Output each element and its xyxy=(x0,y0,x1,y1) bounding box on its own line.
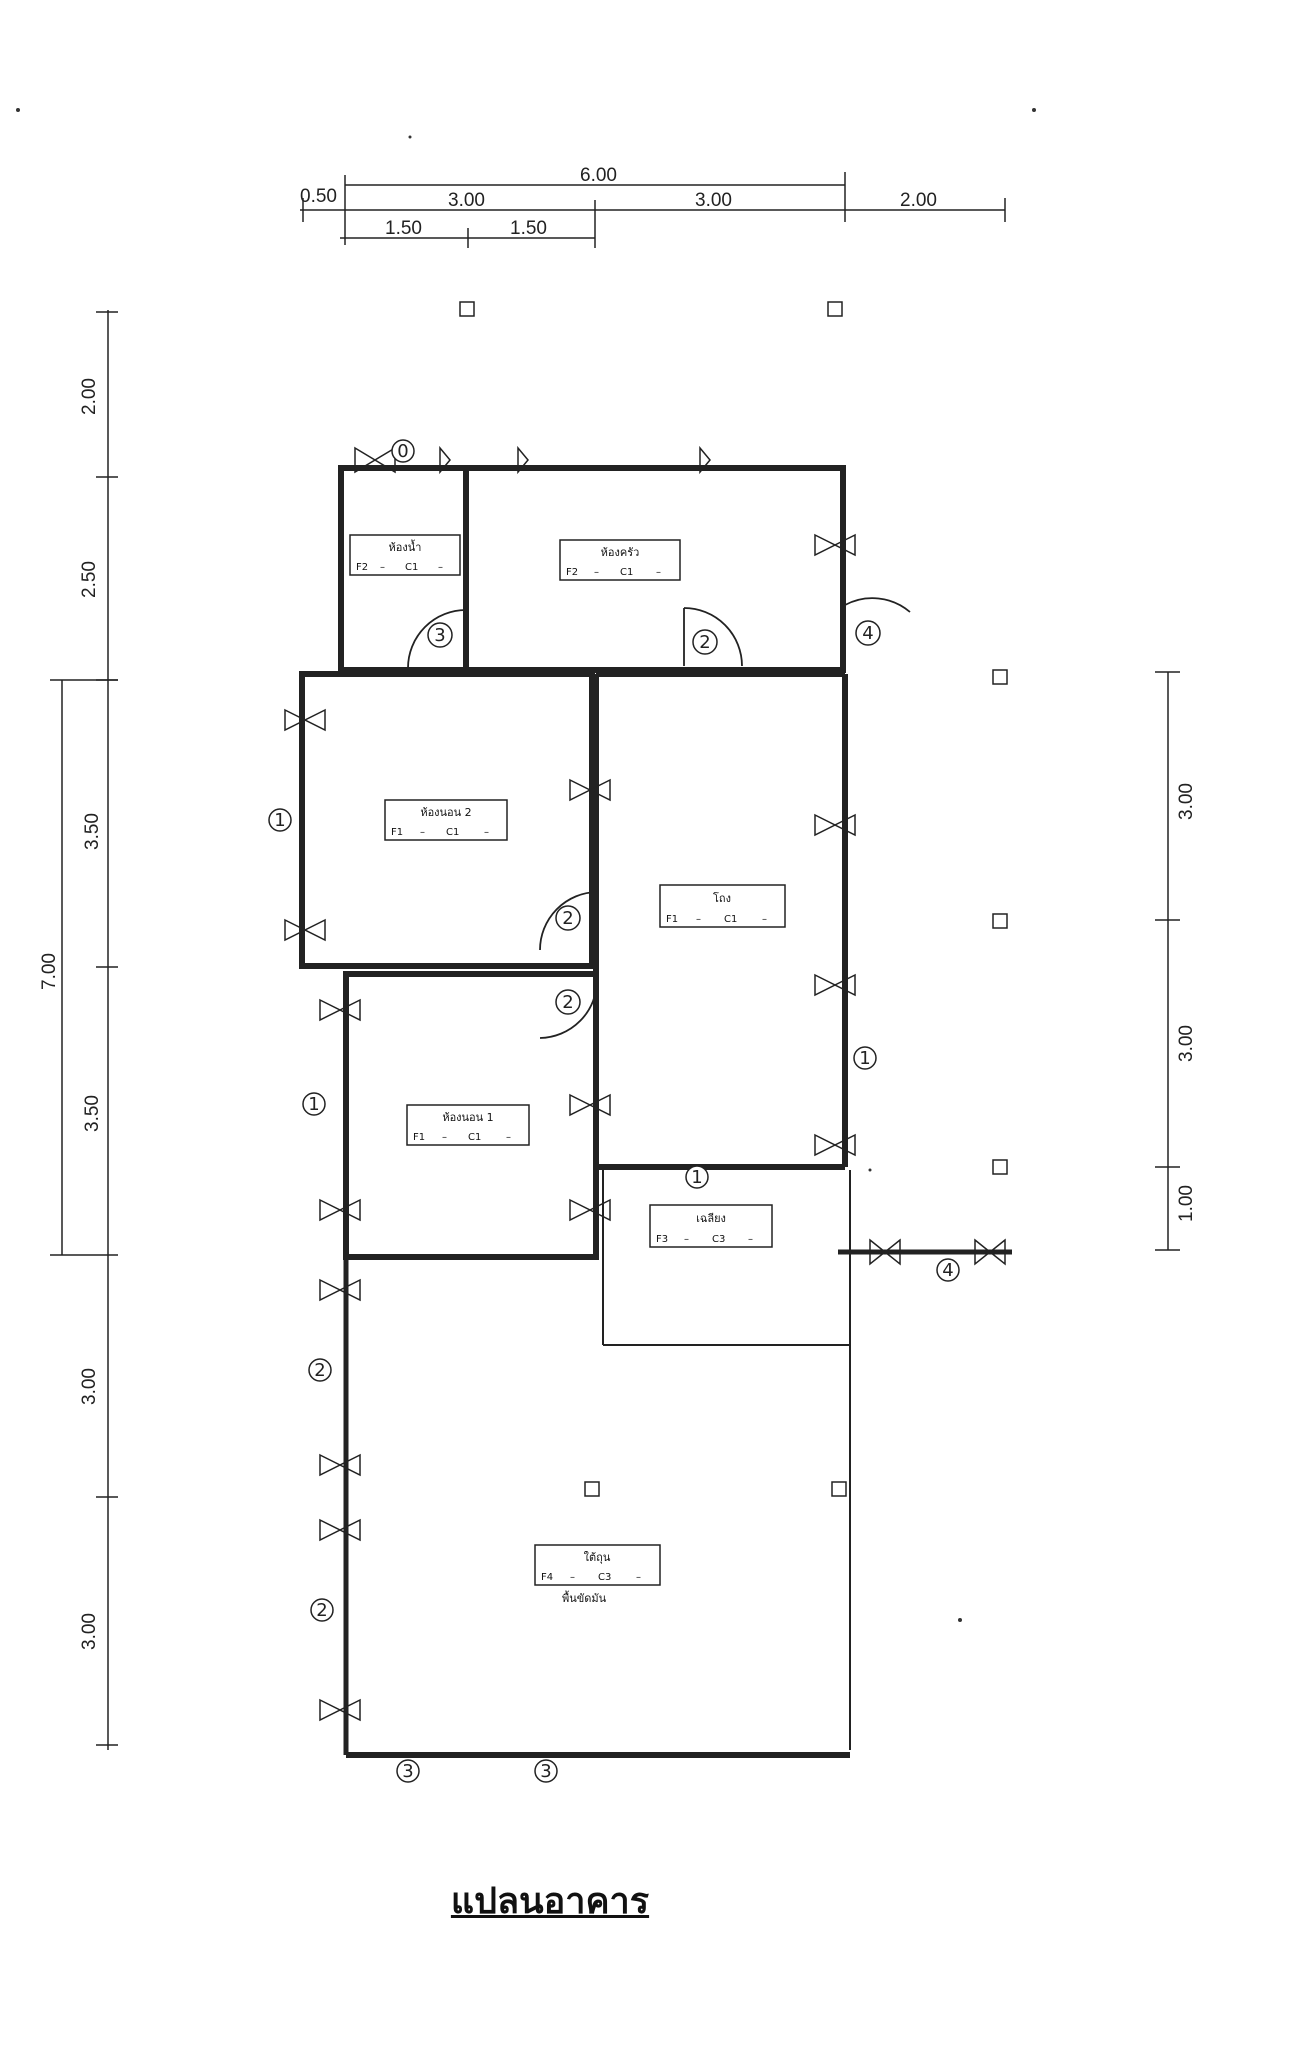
svg-text:F2: F2 xyxy=(566,567,578,578)
room-tag-bedroom2: ห้องนอน 2 F1 – C1 – xyxy=(384,799,508,841)
north-wing-outline xyxy=(338,465,846,673)
plan-title: แปลนอาคาร xyxy=(450,1880,650,1922)
svg-text:2: 2 xyxy=(562,992,573,1013)
svg-text:C1: C1 xyxy=(724,914,737,925)
svg-text:–: – xyxy=(636,1572,641,1583)
svg-text:2: 2 xyxy=(314,1360,325,1381)
svg-text:F1: F1 xyxy=(391,827,403,838)
svg-text:F3: F3 xyxy=(656,1234,668,1245)
light-fixtures xyxy=(284,445,1006,1722)
room-tag-hall: โถง F1 – C1 – xyxy=(659,884,786,928)
dim-top-sub-a: 1.50 xyxy=(385,218,422,239)
right-dimension-lines xyxy=(1155,671,1180,1251)
room-tag-bathroom: ห้องน้ำ F2 – C1 – xyxy=(349,534,461,576)
dim-top-left-offset: 0.50 xyxy=(300,186,337,207)
opening-markers xyxy=(268,439,960,1783)
svg-text:–: – xyxy=(438,562,443,573)
top-dimension-lines xyxy=(300,172,1006,248)
svg-text:1: 1 xyxy=(859,1048,870,1069)
dim-left-6: 3.00 xyxy=(79,1613,100,1650)
svg-text:–: – xyxy=(484,827,489,838)
dim-top-left-span: 3.00 xyxy=(448,190,485,211)
scan-marks xyxy=(16,108,1036,1622)
svg-text:ห้องน้ำ: ห้องน้ำ xyxy=(389,539,422,554)
svg-text:ห้องครัว: ห้องครัว xyxy=(601,546,640,559)
svg-text:0: 0 xyxy=(397,441,408,462)
dim-left-5: 3.00 xyxy=(79,1368,100,1405)
room-tag-bedroom1: ห้องนอน 1 F1 – C1 – xyxy=(406,1104,530,1146)
dim-right-1: 3.00 xyxy=(1176,783,1197,820)
dim-right-3: 1.00 xyxy=(1176,1185,1197,1222)
svg-text:ห้องนอน 2: ห้องนอน 2 xyxy=(420,806,471,819)
room-tag-parking: ใต้ถุน F4 – C3 – พื้นขัดมัน xyxy=(534,1544,661,1605)
column-markers xyxy=(459,301,1008,1497)
svg-text:–: – xyxy=(656,567,661,578)
svg-text:1: 1 xyxy=(308,1094,319,1115)
dim-right-2: 3.00 xyxy=(1176,1025,1197,1062)
svg-text:–: – xyxy=(684,1234,689,1245)
svg-text:ห้องนอน 1: ห้องนอน 1 xyxy=(442,1111,493,1124)
svg-text:–: – xyxy=(570,1572,575,1583)
svg-text:C1: C1 xyxy=(620,567,633,578)
svg-text:F1: F1 xyxy=(413,1132,425,1143)
svg-text:–: – xyxy=(442,1132,447,1143)
svg-text:4: 4 xyxy=(942,1260,953,1281)
dim-top-extension: 2.00 xyxy=(900,190,937,211)
door-swings xyxy=(407,597,911,1039)
svg-text:2: 2 xyxy=(562,908,573,929)
svg-text:C1: C1 xyxy=(468,1132,481,1143)
svg-text:C3: C3 xyxy=(712,1234,725,1245)
dim-left-1: 2.00 xyxy=(79,378,100,415)
svg-text:C3: C3 xyxy=(598,1572,611,1583)
svg-text:2: 2 xyxy=(316,1600,327,1621)
svg-text:C1: C1 xyxy=(405,562,418,573)
svg-text:3: 3 xyxy=(402,1761,413,1782)
svg-text:3: 3 xyxy=(434,625,445,646)
opening-marker-labels: 0 3 2 4 1 2 2 1 1 1 4 2 2 3 3 xyxy=(274,441,953,1782)
svg-text:โถง: โถง xyxy=(713,891,731,905)
dim-top-right-span: 3.00 xyxy=(695,190,732,211)
parking-floor-note: พื้นขัดมัน xyxy=(562,1590,607,1605)
left-dimension-lines xyxy=(50,310,118,1750)
svg-text:–: – xyxy=(420,827,425,838)
svg-text:ใต้ถุน: ใต้ถุน xyxy=(584,1551,611,1564)
room-tag-porch: เฉลียง F3 – C3 – xyxy=(649,1204,773,1248)
bedroom2-outline xyxy=(299,671,595,969)
walls xyxy=(299,465,1012,1758)
room-tag-kitchen: ห้องครัว F2 – C1 – xyxy=(559,539,681,581)
svg-text:–: – xyxy=(762,914,767,925)
svg-text:4: 4 xyxy=(862,623,873,644)
svg-text:C1: C1 xyxy=(446,827,459,838)
dim-left-total: 7.00 xyxy=(39,953,60,990)
dim-left-3: 3.50 xyxy=(82,813,103,850)
svg-text:–: – xyxy=(506,1132,511,1143)
dim-left-4: 3.50 xyxy=(82,1095,103,1132)
svg-text:–: – xyxy=(696,914,701,925)
svg-text:F1: F1 xyxy=(666,914,678,925)
dim-left-2: 2.50 xyxy=(79,561,100,598)
svg-text:1: 1 xyxy=(691,1167,702,1188)
dim-top-total: 6.00 xyxy=(580,165,617,186)
svg-text:–: – xyxy=(748,1234,753,1245)
svg-text:F4: F4 xyxy=(541,1572,553,1583)
svg-text:2: 2 xyxy=(699,632,710,653)
svg-text:เฉลียง: เฉลียง xyxy=(696,1212,726,1225)
svg-text:1: 1 xyxy=(274,810,285,831)
svg-text:F2: F2 xyxy=(356,562,368,573)
svg-text:–: – xyxy=(380,562,385,573)
left-dimension-labels: 2.00 2.50 3.50 7.00 3.50 3.00 3.00 xyxy=(39,378,103,1650)
dim-top-sub-b: 1.50 xyxy=(510,218,547,239)
svg-text:–: – xyxy=(594,567,599,578)
svg-text:3: 3 xyxy=(540,1761,551,1782)
